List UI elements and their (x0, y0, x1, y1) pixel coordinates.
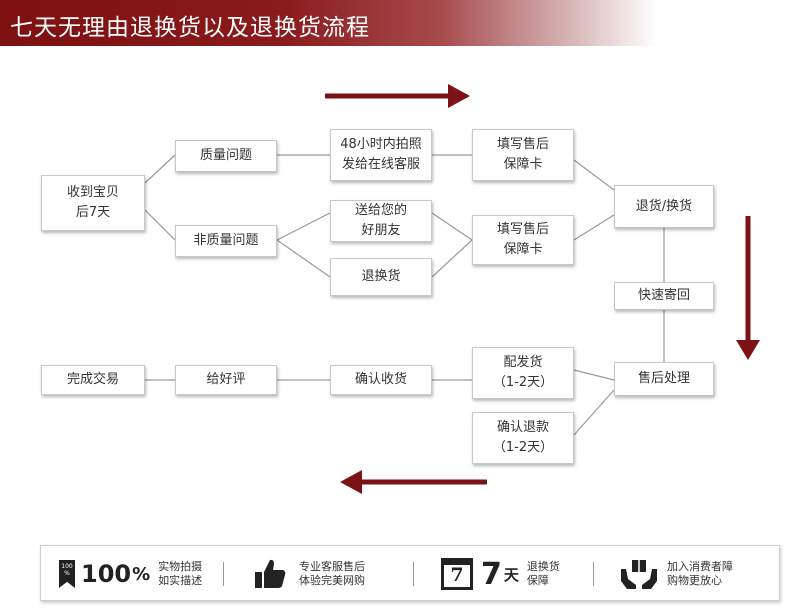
node-after-sale: 售后处理 (614, 362, 714, 396)
node-good-review: 给好评 (175, 365, 277, 395)
day-char: 天 (503, 565, 519, 584)
connector (573, 389, 615, 436)
connector (144, 154, 176, 184)
separator (593, 562, 594, 586)
node-receive: 收到宝贝 后7天 (41, 175, 145, 231)
node-gift-friend: 送给您的 好朋友 (330, 200, 432, 242)
node-photo-48h: 48小时内拍照 发给在线客服 (330, 129, 432, 181)
hands-holding-box-icon (621, 560, 657, 589)
guarantee-bar: 100 % 100 % 实物拍摄 如实描述 专业客服售后 体验完美网购 7 7 … (40, 545, 780, 601)
connector (276, 239, 331, 278)
page-title: 七天无理由退换货以及退换货流程 (10, 15, 370, 41)
guarantee-consumer-protection: 加入消费者障 购物更放心 (619, 546, 733, 602)
connector (431, 239, 473, 278)
bookmark-badge-icon: 100 % (59, 560, 75, 588)
big-7: 7 (481, 556, 502, 592)
node-reship: 配发货 （1-2天） (472, 347, 574, 399)
thumbs-up-icon (255, 559, 286, 588)
node-fill-card-1: 填写售后 保障卡 (472, 129, 574, 181)
node-confirm-refund: 确认退款 （1-2天） (472, 412, 574, 464)
guarantee-authentic: 100 % 100 % 实物拍摄 如实描述 (59, 546, 202, 602)
connector (573, 369, 615, 381)
guarantee-text-2: 专业客服售后 体验完美网购 (299, 560, 365, 587)
node-return-goods: 退换货 (330, 258, 432, 296)
node-deal-done: 完成交易 (41, 365, 145, 395)
arrow-down-head-icon (736, 340, 760, 360)
node-confirm-receipt: 确认收货 (330, 365, 432, 395)
guarantee-text-1: 实物拍摄 如实描述 (158, 560, 203, 587)
guarantee-text-3: 退换货 保障 (526, 560, 560, 587)
node-express-back: 快速寄回 (614, 282, 714, 310)
arrow-left-head-icon (340, 470, 362, 494)
connector (276, 212, 331, 241)
connector (573, 214, 615, 241)
connector (431, 212, 473, 241)
node-quality-issue: 质量问题 (175, 140, 277, 172)
guarantee-text-4: 加入消费者障 购物更放心 (667, 560, 733, 587)
guarantee-service: 专业客服售后 体验完美网购 (253, 546, 365, 602)
node-non-quality-issue: 非质量问题 (175, 225, 277, 257)
big-100: 100 (81, 560, 132, 588)
calendar-icon: 7 (441, 558, 473, 590)
arrow-right-head-icon (448, 84, 470, 108)
node-return-exchange: 退货/换货 (614, 185, 714, 228)
node-fill-card-2: 填写售后 保障卡 (472, 215, 574, 265)
connector (144, 209, 176, 241)
guarantee-seven-day: 7 7 天 退换货 保障 (441, 546, 560, 602)
connector (573, 159, 615, 191)
separator (413, 562, 414, 586)
percent-sign: % (132, 563, 151, 585)
separator (223, 562, 224, 586)
title-banner: 七天无理由退换货以及退换货流程 (0, 0, 800, 46)
